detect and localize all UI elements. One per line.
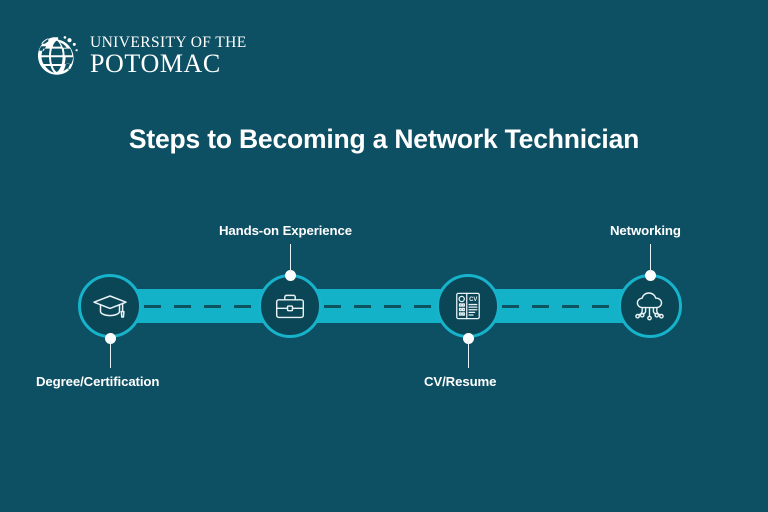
timeline-stem-cv-resume [467,340,470,368]
timeline-stem-networking [649,244,652,272]
briefcase-icon [271,287,309,325]
timeline-dot-hands-on-experience [285,270,296,281]
timeline-label-cv-resume: CV/Resume [424,374,497,389]
resume-document-icon: CV [450,288,486,324]
timeline-label-hands-on-experience: Hands-on Experience [219,223,352,238]
timeline-dot-degree-certification [105,333,116,344]
page-title: Steps to Becoming a Network Technician [128,124,640,154]
timeline-node-cv-resume[interactable]: CV [436,274,500,338]
logo-wordmark: UNIVERSITY OF THE POTOMAC [90,35,247,78]
timeline-stem-degree-certification [109,340,112,368]
timeline-label-networking: Networking [610,223,681,238]
university-logo: UNIVERSITY OF THE POTOMAC [33,32,247,80]
logo-line-1: UNIVERSITY OF THE [90,33,247,51]
connector-dashes-2 [324,305,472,308]
timeline-dot-networking [645,270,656,281]
svg-text:CV: CV [469,297,477,303]
cloud-network-icon [630,286,670,326]
logo-line-2: POTOMAC [90,49,221,79]
graduation-cap-icon [90,286,130,326]
timeline-node-networking[interactable] [618,274,682,338]
timeline-label-degree-certification: Degree/Certification [36,374,160,389]
timeline-node-degree-certification[interactable] [78,274,142,338]
globe-icon [33,32,81,80]
timeline-node-hands-on-experience[interactable] [258,274,322,338]
timeline-dot-cv-resume [463,333,474,344]
timeline-stem-hands-on-experience [289,244,292,272]
connector-dashes-3 [502,305,650,308]
connector-dashes-1 [144,305,294,308]
